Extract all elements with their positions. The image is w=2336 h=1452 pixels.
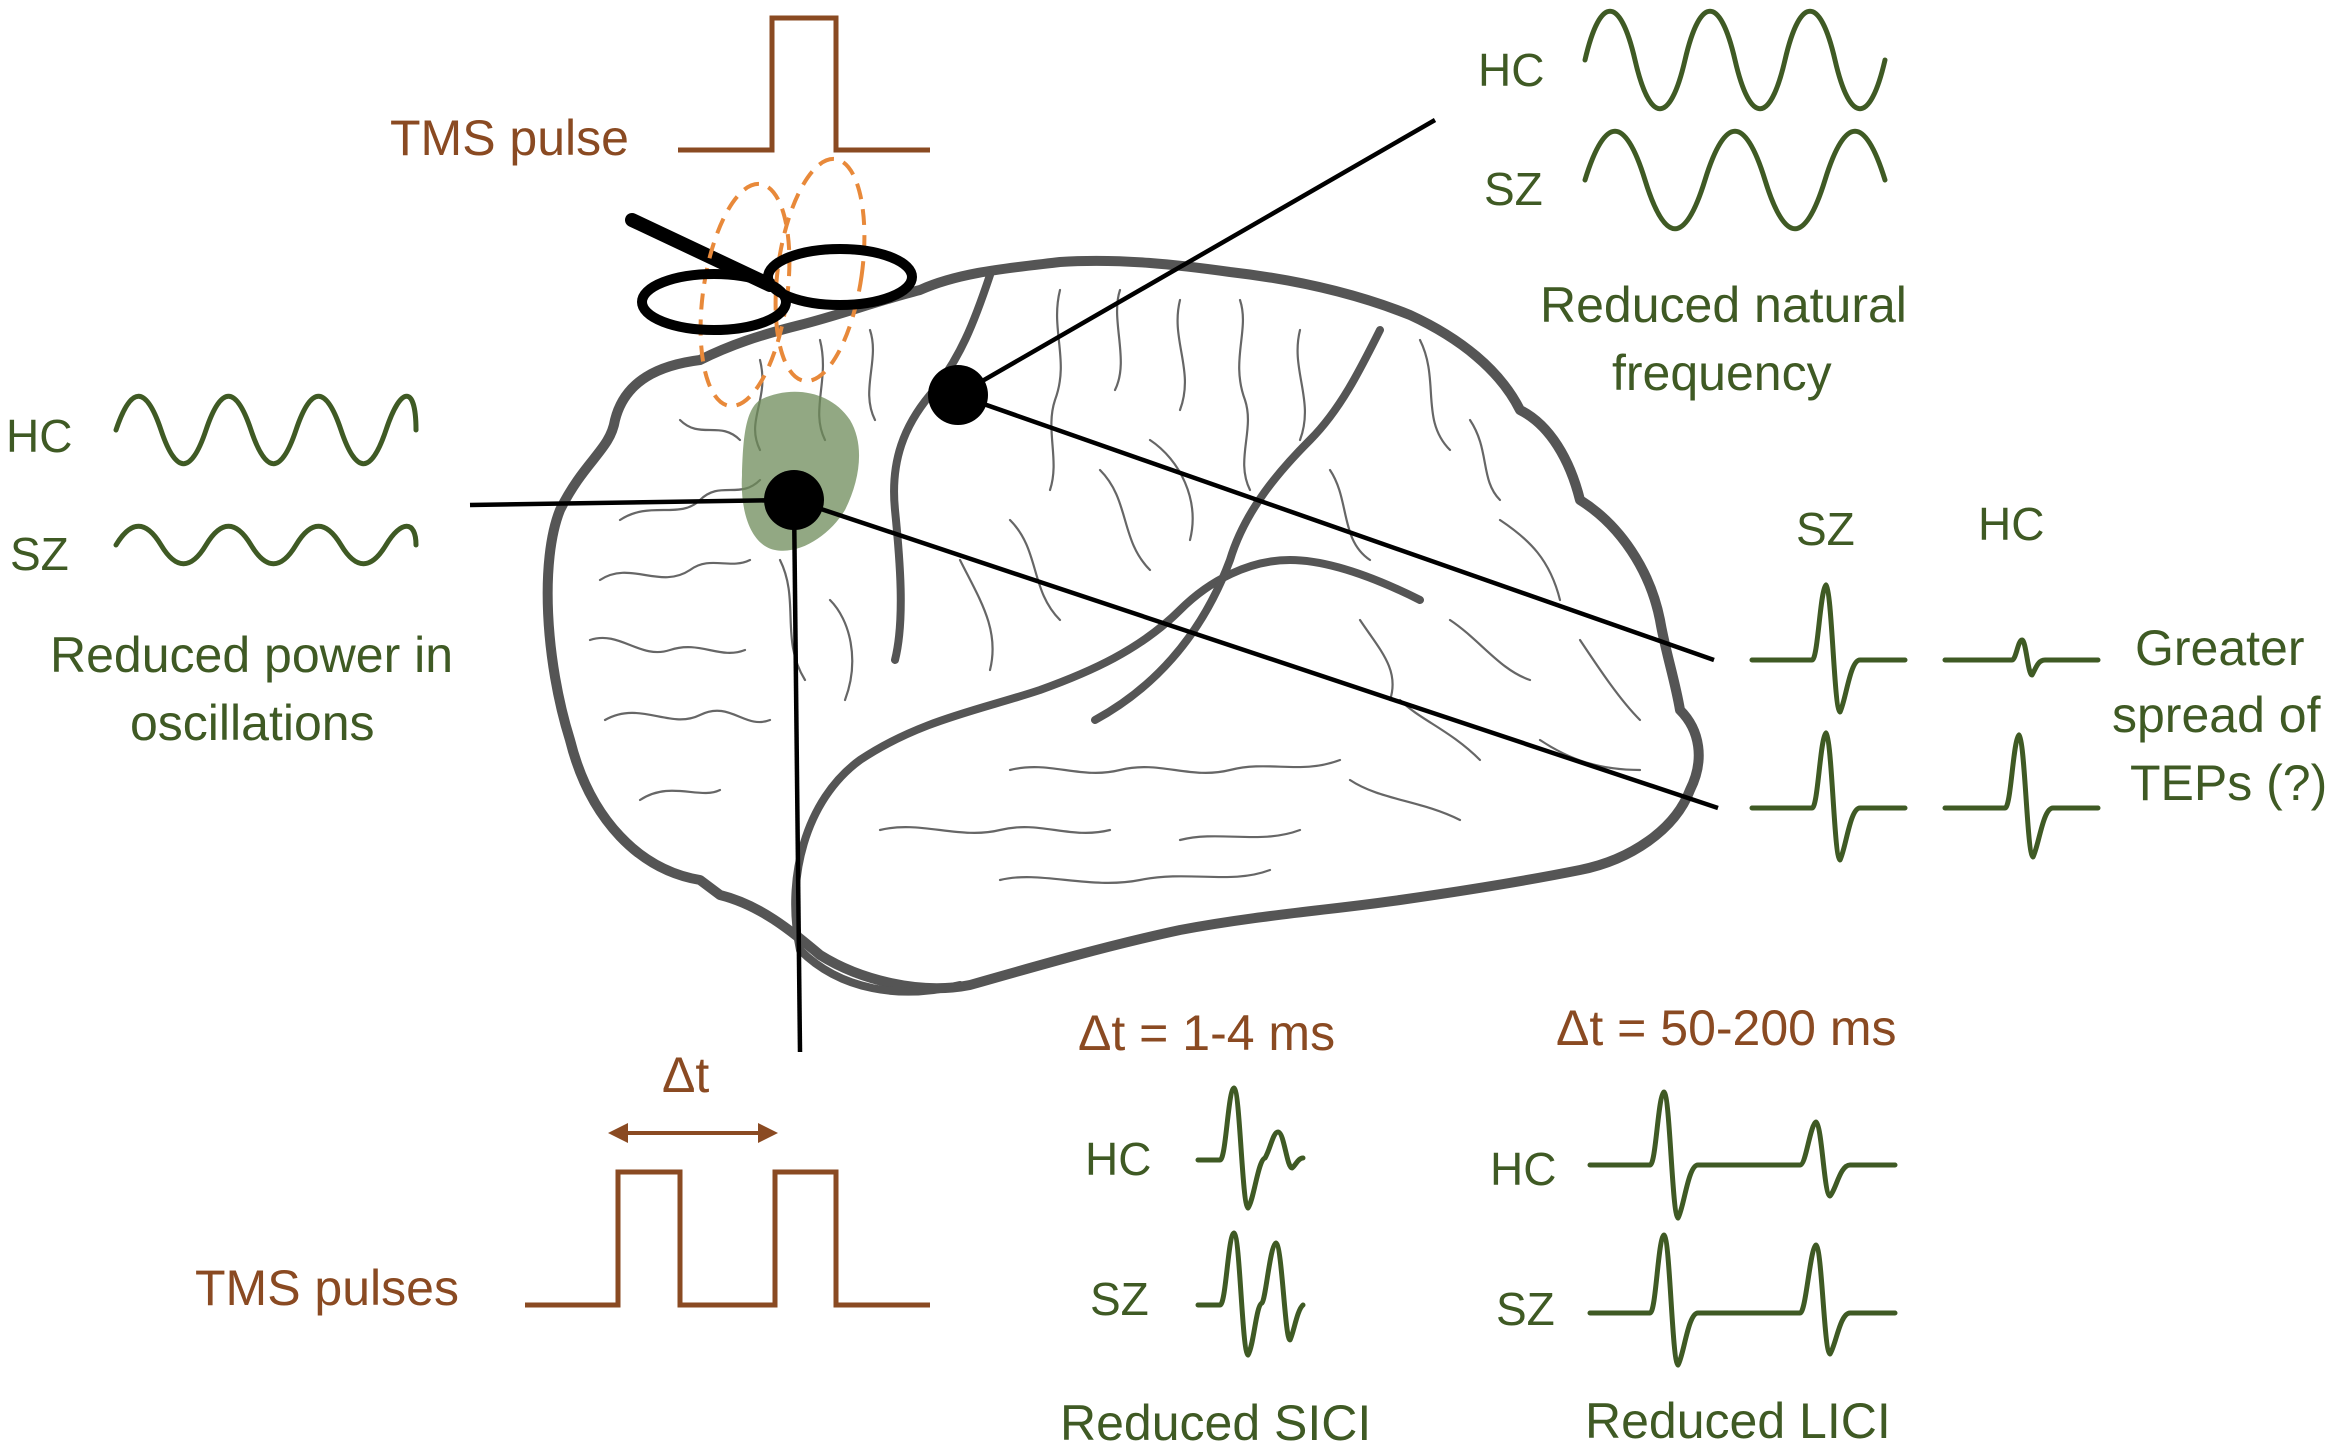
greater-spread-line2: spread of	[2112, 687, 2321, 743]
power-panel: HC SZ Reduced power in oscillations	[6, 394, 453, 751]
brain-outline	[542, 255, 1704, 994]
tms-coil	[625, 156, 917, 409]
frequency-sz-wave	[1582, 129, 1888, 231]
paired-pulse-trace	[525, 1169, 930, 1308]
sici-hc-trace	[1195, 1085, 1306, 1211]
sici-hc-label: HC	[1085, 1133, 1151, 1185]
sici-sz-label: SZ	[1090, 1273, 1149, 1325]
leader-frequency	[956, 118, 1437, 397]
reduced-sici-label: Reduced SICI	[1060, 1395, 1371, 1451]
tms-pulses-label: TMS pulses	[195, 1260, 459, 1316]
paired-pulse-panel: Δt TMS pulses	[195, 1047, 930, 1316]
delta-t-label: Δt	[662, 1047, 709, 1103]
greater-spread-line3: TEPs (?)	[2130, 755, 2327, 811]
leader-tep-bottom	[793, 497, 1719, 811]
coil-loop-left	[637, 269, 791, 335]
tep-hc-top	[1942, 637, 2101, 678]
distant-site-dot	[928, 365, 988, 425]
reduced-freq-line2: frequency	[1612, 345, 1832, 401]
sici-interval-label: Δt = 1-4 ms	[1078, 1005, 1335, 1061]
tep-hc-bottom	[1942, 732, 2101, 860]
intraparietal-sulcus	[1091, 326, 1384, 724]
lici-hc-trace	[1587, 1089, 1898, 1221]
temporal-lower-contour	[796, 946, 964, 996]
tep-sz-top	[1749, 582, 1908, 715]
coil-loop-right	[763, 244, 917, 310]
tep-spread-panel: SZ HC Greater spread of TEPs (?)	[1749, 498, 2327, 863]
reduced-power-line2: oscillations	[130, 695, 375, 751]
lici-interval-label: Δt = 50-200 ms	[1556, 1000, 1897, 1056]
leader-lines	[469, 118, 1719, 1053]
sici-sz-trace	[1195, 1230, 1306, 1358]
single-pulse-trace	[678, 15, 930, 153]
lici-panel: Δt = 50-200 ms HC SZ Reduced LICI	[1490, 1000, 1898, 1449]
reduced-power-line1: Reduced power in	[50, 627, 453, 683]
frequency-hc-wave	[1582, 9, 1888, 111]
lici-sz-label: SZ	[1496, 1283, 1555, 1335]
power-hc-label: HC	[6, 410, 72, 462]
central-sulcus	[890, 271, 994, 664]
frequency-panel: HC SZ Reduced natural frequency	[1478, 9, 1907, 401]
tep-sz-header: SZ	[1796, 503, 1855, 555]
tep-sz-bottom	[1749, 730, 1908, 863]
frequency-sz-label: SZ	[1484, 163, 1543, 215]
power-hc-wave	[113, 394, 419, 466]
reduced-freq-line1: Reduced natural	[1540, 277, 1907, 333]
single-pulse-panel: TMS pulse	[390, 15, 930, 166]
power-sz-label: SZ	[10, 528, 69, 580]
brain-illustration	[542, 255, 1704, 996]
lici-sz-trace	[1587, 1232, 1898, 1368]
stim-site-dot	[764, 470, 824, 530]
leader-power	[469, 497, 791, 508]
tep-hc-header: HC	[1978, 498, 2044, 550]
tms-pulse-label: TMS pulse	[390, 110, 629, 166]
leader-tep-top	[957, 392, 1715, 663]
sici-panel: Δt = 1-4 ms HC SZ Reduced SICI	[1060, 1005, 1371, 1451]
coil-field-right	[773, 156, 867, 384]
reduced-lici-label: Reduced LICI	[1585, 1393, 1891, 1449]
gyri-detail	[588, 288, 1642, 884]
lici-hc-label: HC	[1490, 1143, 1556, 1195]
power-sz-wave	[113, 523, 419, 567]
sylvian-fissure	[791, 555, 1424, 954]
frequency-hc-label: HC	[1478, 44, 1544, 96]
leader-sici	[791, 499, 803, 1053]
delta-t-arrow-right	[758, 1123, 778, 1143]
delta-t-arrow-left	[608, 1123, 628, 1143]
greater-spread-line1: Greater	[2135, 620, 2305, 676]
